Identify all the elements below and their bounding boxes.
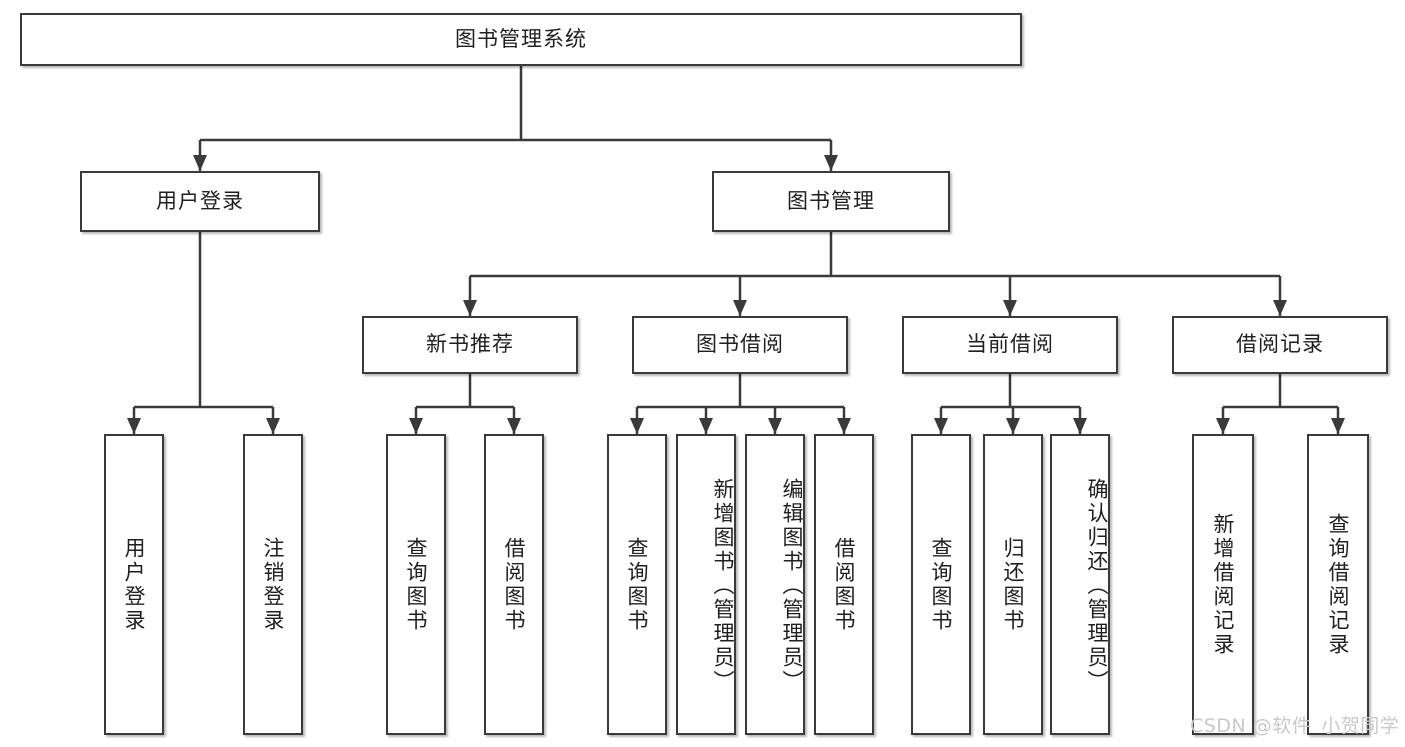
arrowhead-icon bbox=[409, 418, 423, 434]
node-label: 当前借阅 bbox=[966, 332, 1054, 357]
node-label: 查询图书 bbox=[929, 536, 954, 633]
arrowhead-icon bbox=[934, 418, 948, 434]
arrowhead-icon bbox=[630, 418, 644, 434]
node-login[interactable]: 用户登录 bbox=[80, 171, 320, 232]
node-label: 借阅图书 bbox=[832, 536, 857, 633]
node-label: 编辑图书（管理员） bbox=[780, 478, 804, 694]
arrowhead-icon bbox=[1006, 418, 1020, 434]
arrowhead-icon bbox=[463, 300, 477, 316]
arrowhead-icon bbox=[768, 418, 782, 434]
node-newbook[interactable]: 新书推荐 bbox=[362, 316, 578, 374]
node-label: 用户登录 bbox=[122, 536, 147, 633]
node-label: 新增图书（管理员） bbox=[711, 478, 735, 694]
node-leaf-cur-1[interactable]: 查询图书 bbox=[911, 434, 971, 735]
node-leaf-cur-3[interactable]: 确认归还（管理员） bbox=[1050, 434, 1110, 735]
arrowhead-icon bbox=[699, 418, 713, 434]
arrowhead-icon bbox=[193, 155, 207, 171]
node-leaf-rec-2[interactable]: 查询借阅记录 bbox=[1307, 434, 1369, 735]
node-bookmgmt[interactable]: 图书管理 bbox=[712, 171, 950, 232]
node-leaf-bor-3[interactable]: 编辑图书（管理员） bbox=[745, 434, 805, 735]
node-leaf-login-2[interactable]: 注销登录 bbox=[243, 434, 303, 735]
node-label: 图书借阅 bbox=[696, 332, 784, 357]
arrowhead-icon bbox=[507, 418, 521, 434]
arrowhead-icon bbox=[127, 418, 141, 434]
arrowhead-icon bbox=[1331, 418, 1345, 434]
arrowhead-icon bbox=[824, 155, 838, 171]
node-label: 新书推荐 bbox=[426, 332, 514, 357]
node-leaf-new-1[interactable]: 查询图书 bbox=[386, 434, 446, 735]
node-records[interactable]: 借阅记录 bbox=[1172, 316, 1388, 374]
arrowhead-icon bbox=[1073, 418, 1087, 434]
arrowhead-icon bbox=[837, 418, 851, 434]
node-label: 确认归还（管理员） bbox=[1085, 478, 1109, 694]
node-borrow[interactable]: 图书借阅 bbox=[632, 316, 848, 374]
node-leaf-bor-1[interactable]: 查询图书 bbox=[607, 434, 667, 735]
node-current[interactable]: 当前借阅 bbox=[902, 316, 1118, 374]
csdn-watermark: CSDN @软件_小贺同学 bbox=[1190, 715, 1400, 737]
node-leaf-login-1[interactable]: 用户登录 bbox=[104, 434, 164, 735]
node-label: 查询图书 bbox=[625, 536, 650, 633]
node-leaf-bor-4[interactable]: 借阅图书 bbox=[814, 434, 874, 735]
node-label: 图书管理系统 bbox=[455, 26, 587, 51]
node-label: 图书管理 bbox=[787, 188, 875, 213]
arrowhead-icon bbox=[1216, 418, 1230, 434]
node-leaf-cur-2[interactable]: 归还图书 bbox=[983, 434, 1043, 735]
node-label: 借阅图书 bbox=[502, 536, 527, 633]
arrowhead-icon bbox=[266, 418, 280, 434]
node-label: 查询借阅记录 bbox=[1326, 512, 1351, 657]
node-leaf-rec-1[interactable]: 新增借阅记录 bbox=[1192, 434, 1254, 735]
node-label: 用户登录 bbox=[156, 188, 244, 213]
node-label: 新增借阅记录 bbox=[1211, 512, 1236, 657]
arrowhead-icon bbox=[1003, 300, 1017, 316]
arrowhead-icon bbox=[1273, 300, 1287, 316]
arrowhead-icon bbox=[733, 300, 747, 316]
node-leaf-new-2[interactable]: 借阅图书 bbox=[484, 434, 544, 735]
node-label: 归还图书 bbox=[1001, 536, 1026, 633]
node-label: 借阅记录 bbox=[1236, 332, 1324, 357]
node-leaf-bor-2[interactable]: 新增图书（管理员） bbox=[676, 434, 736, 735]
node-label: 查询图书 bbox=[404, 536, 429, 633]
node-root[interactable]: 图书管理系统 bbox=[20, 13, 1022, 66]
node-label: 注销登录 bbox=[261, 536, 286, 633]
